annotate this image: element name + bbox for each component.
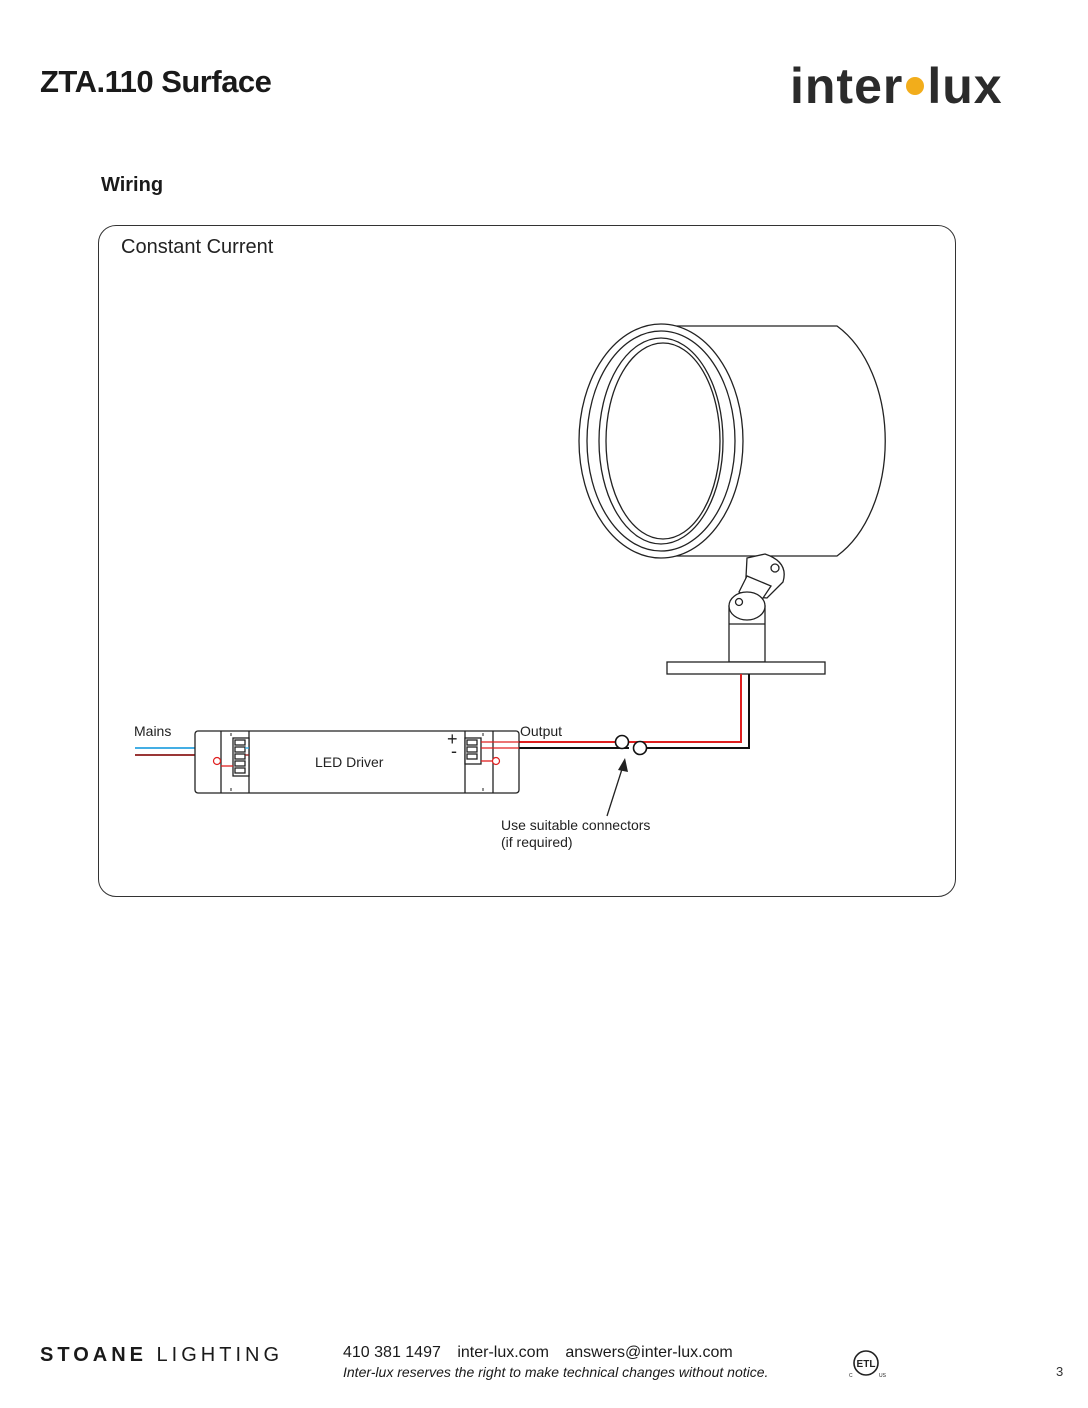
brand-logo: inter lux	[790, 56, 1003, 116]
logo-dot-icon	[906, 76, 925, 95]
footer-brand-bold: STOANE	[40, 1344, 147, 1366]
section-title: Wiring	[101, 174, 164, 196]
stem-top	[728, 591, 766, 621]
wiring-panel: Constant Current	[98, 225, 956, 897]
page-number: 3	[1056, 1364, 1064, 1379]
led-driver-label: LED Driver	[315, 754, 384, 770]
led-driver-illustration	[194, 730, 520, 794]
driver-housing	[194, 730, 520, 794]
output-negative-wire	[644, 674, 750, 749]
luminaire-lens-inner	[605, 342, 721, 540]
plus-symbol: +	[447, 729, 458, 749]
mains-label: Mains	[134, 723, 172, 739]
output-positive-wire	[629, 674, 742, 743]
wiring-diagram	[135, 323, 886, 817]
connector-positive-icon	[614, 734, 630, 750]
footer-contact: 410 381 1497 inter-lux.com answers@inter…	[343, 1344, 745, 1362]
cert-left-text: C	[849, 1373, 853, 1379]
logo-text-right: lux	[927, 58, 1003, 114]
cert-right-text: US	[879, 1373, 887, 1379]
logo-text-left: inter	[790, 58, 904, 114]
connectors-note-line1: Use suitable connectors	[501, 817, 651, 833]
cert-mark-text: ETL	[857, 1359, 876, 1370]
page-title: ZTA.110 Surface	[40, 64, 272, 99]
minus-symbol: -	[451, 741, 457, 761]
luminaire-illustration	[578, 323, 886, 675]
connectors-note-line2: (if required)	[501, 834, 573, 850]
footer-disclaimer: Inter-lux reserves the right to make tec…	[343, 1364, 769, 1380]
output-cable	[517, 674, 750, 749]
stem-screw-icon	[734, 597, 744, 607]
output-label: Output	[520, 723, 563, 739]
etl-certification-icon: ETL C US	[849, 1350, 887, 1379]
connector-pointer-arrow	[606, 758, 628, 817]
luminaire-front-rim-inner	[586, 330, 736, 552]
footer-website-link[interactable]: inter-lux.com	[457, 1344, 549, 1361]
footer-phone: 410 381 1497	[343, 1344, 441, 1361]
knuckle-screw-icon	[770, 563, 780, 573]
footer-brand-light: LIGHTING	[156, 1344, 283, 1366]
luminaire-lens	[598, 337, 724, 545]
driver-internal-wiring	[221, 741, 519, 767]
connector-negative-icon	[632, 740, 648, 756]
mounting-plate	[666, 661, 826, 675]
driver-screw-icon-right	[491, 756, 501, 766]
driver-screw-icon	[212, 756, 222, 766]
panel-title: Constant Current	[121, 236, 274, 258]
footer-email-link[interactable]: answers@inter-lux.com	[565, 1344, 733, 1361]
luminaire-front-rim	[578, 323, 744, 559]
footer-brand: STOANE LIGHTING	[40, 1344, 283, 1367]
